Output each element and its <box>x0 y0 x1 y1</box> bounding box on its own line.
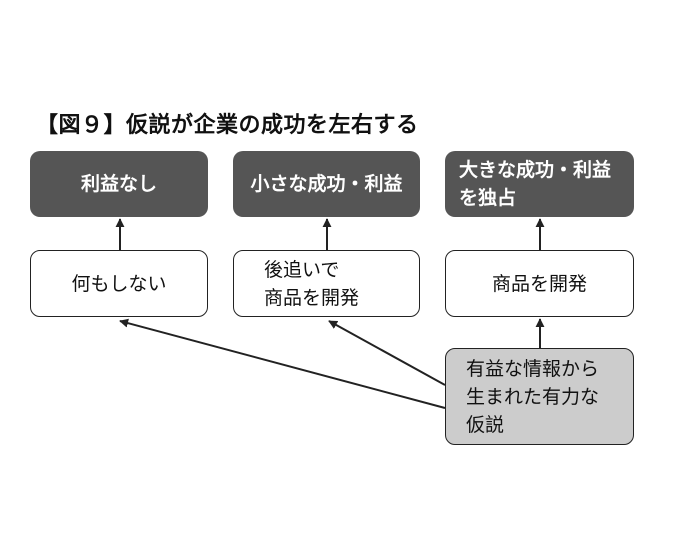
arrow-hypothesis-to-do-nothing <box>119 318 446 409</box>
arrow-hypothesis-to-follow <box>328 320 446 386</box>
figure-title: 【図９】仮説が企業の成功を左右する <box>36 113 419 138</box>
action-develop-label: 商品を開発 <box>491 272 587 295</box>
outcome-small-success-label: 小さな成功・利益 <box>250 173 403 195</box>
outcome-no-profit: 利益なし <box>30 151 208 217</box>
outcome-big-success: 大きな成功・利益 を独占 <box>445 151 634 217</box>
hypothesis-box: 有益な情報から 生まれた有力な 仮説 <box>445 348 634 445</box>
outcome-no-profit-label: 利益なし <box>80 173 157 195</box>
action-do-nothing-label: 何もしない <box>71 272 167 295</box>
action-develop: 商品を開発 <box>445 250 634 317</box>
outcome-big-success-label: 大きな成功・利益 を独占 <box>459 159 612 209</box>
hypothesis-label: 有益な情報から 生まれた有力な 仮説 <box>466 358 600 436</box>
action-follow-develop: 後追いで 商品を開発 <box>233 250 420 317</box>
action-do-nothing: 何もしない <box>30 250 208 317</box>
outcome-small-success: 小さな成功・利益 <box>233 151 420 217</box>
action-follow-develop-label: 後追いで 商品を開発 <box>264 258 360 309</box>
